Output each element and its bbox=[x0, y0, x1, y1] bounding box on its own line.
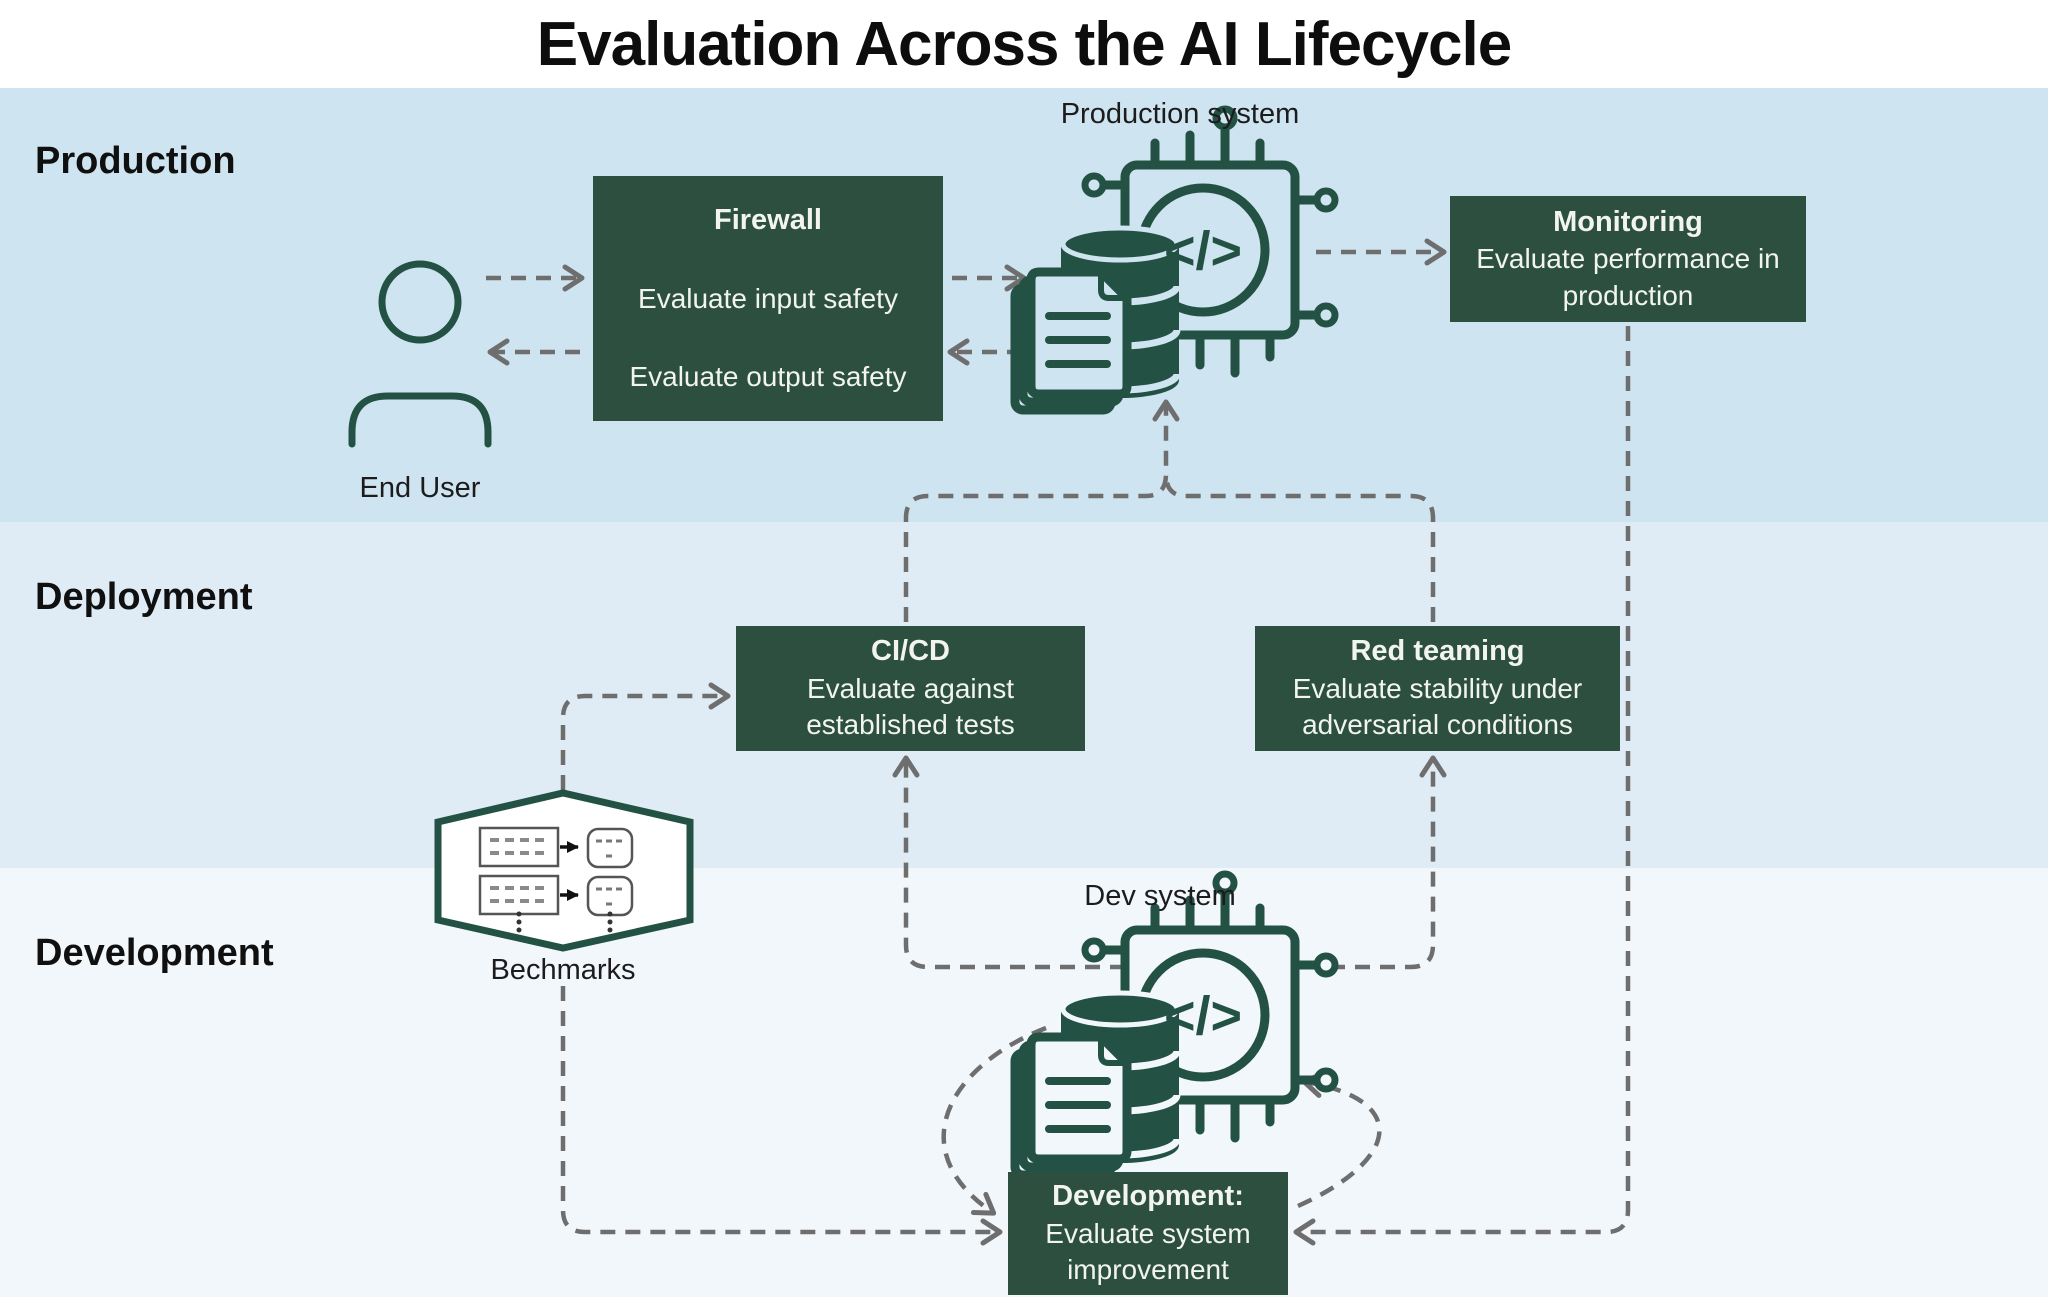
dev-system-label: Dev system bbox=[1084, 880, 1236, 912]
benchmarks-label: Bechmarks bbox=[490, 954, 636, 986]
development-box-body: Evaluate system improvement bbox=[1045, 1217, 1251, 1286]
arrow-loop-development-to-devsystem bbox=[1297, 1071, 1382, 1209]
firewall-box: Firewall Evaluate input safety Evaluate … bbox=[593, 176, 943, 421]
page-title: Evaluation Across the AI Lifecycle bbox=[536, 9, 1512, 79]
arrow-monitoring-to-development bbox=[1293, 326, 1631, 1246]
benchmarks-icon bbox=[434, 789, 694, 952]
red-teaming-title: Red teaming bbox=[1350, 635, 1525, 668]
red-teaming-box: Red teaming Evaluate stability under adv… bbox=[1255, 626, 1620, 751]
cicd-box: CI/CD Evaluate against established tests bbox=[736, 626, 1085, 751]
band-label-development: Development bbox=[35, 932, 274, 974]
line-redteam-to-production-system bbox=[1163, 473, 1436, 622]
band-label-production: Production bbox=[35, 140, 236, 182]
end-user-label: End User bbox=[359, 472, 481, 504]
arrow-benchmarks-to-cicd bbox=[560, 682, 731, 790]
firewall-line1: Evaluate input safety bbox=[638, 282, 898, 314]
red-teaming-body: Evaluate stability under adversarial con… bbox=[1292, 672, 1583, 741]
end-user-icon bbox=[348, 260, 492, 448]
development-box: Development: Evaluate system improvement bbox=[1008, 1172, 1288, 1295]
arrow-dev-system-to-redteam bbox=[1180, 755, 1447, 970]
monitoring-body: Evaluate performance in production bbox=[1476, 243, 1780, 311]
arrow-dev-system-to-cicd bbox=[892, 755, 1150, 970]
firewall-line2: Evaluate output safety bbox=[629, 360, 907, 392]
firewall-title: Firewall bbox=[714, 204, 822, 236]
production-system-label: Production system bbox=[1060, 98, 1300, 130]
cicd-body: Evaluate against established tests bbox=[806, 672, 1015, 741]
monitoring-box: Monitoring Evaluate performance in produ… bbox=[1450, 196, 1806, 322]
arrow-loop-devsystem-to-development bbox=[941, 1025, 1047, 1216]
code-icon: </> bbox=[1164, 986, 1242, 1046]
arrow-benchmarks-to-development bbox=[560, 986, 1003, 1246]
band-label-deployment: Deployment bbox=[35, 576, 253, 618]
cicd-title: CI/CD bbox=[871, 635, 950, 668]
arrow-cicd-to-production-system bbox=[903, 399, 1180, 622]
monitoring-title: Monitoring bbox=[1553, 205, 1703, 238]
development-box-title: Development: bbox=[1052, 1180, 1244, 1213]
code-icon: </> bbox=[1164, 221, 1242, 281]
